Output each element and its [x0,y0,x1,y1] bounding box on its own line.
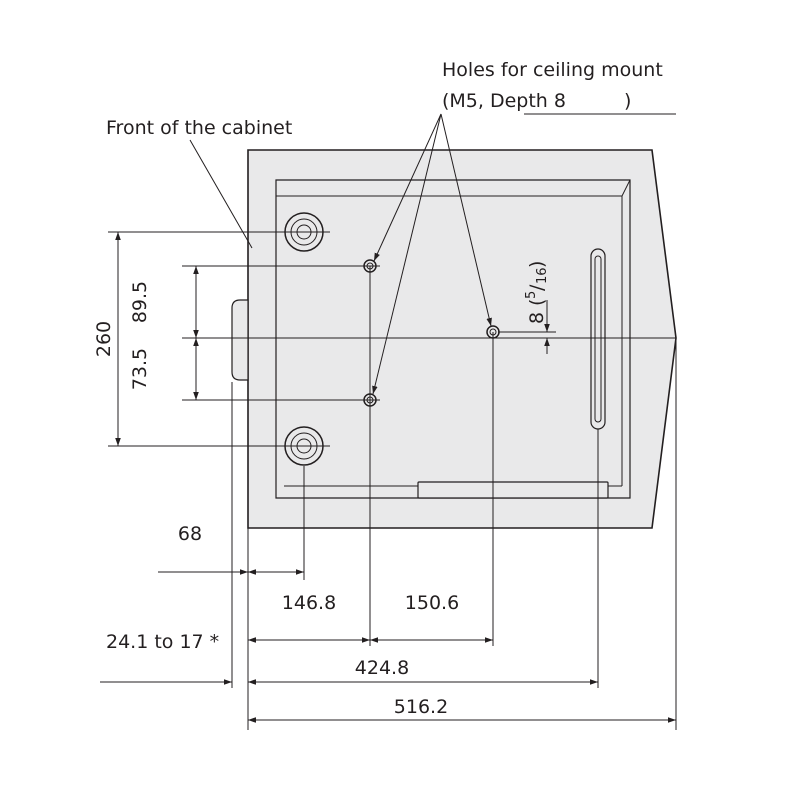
dim-8: 8 [526,312,548,324]
dim-8-paren-close: ) [526,261,548,268]
leader-lines [189,113,492,395]
front-lens-housing [231,299,249,381]
front-of-cabinet-label: Front of the cabinet [106,117,292,139]
dim-150-6: 150.6 [405,592,459,614]
dim-146-8: 146.8 [282,592,336,614]
cabinet-body [231,149,677,529]
extension-lines [108,113,677,730]
dim-8-frac-den: 16 [535,267,550,284]
bottom-vent-slot [417,481,609,499]
dim-8-group: 8 ( 5 / 16 ) [524,261,550,324]
dim-8-frac-num: 5 [524,291,539,299]
holes-label-line2-close: ) [624,90,631,112]
dim-8-frac-slash: / [526,284,548,291]
dim-8-paren-open: ( [526,299,548,306]
dim-73-5: 73.5 [129,348,151,390]
bottom-plate [275,179,631,499]
dim-24-1-to-17: 24.1 to 17 * [106,631,219,653]
dim-68: 68 [178,523,202,545]
dimension-lines [100,232,676,723]
holes-label-line2: (M5, Depth 8 [442,90,566,112]
dim-260: 260 [93,321,115,357]
dim-89-5: 89.5 [129,281,151,323]
holes-label-line1: Holes for ceiling mount [442,59,663,81]
dim-424-8: 424.8 [355,657,409,679]
vertical-slot [590,248,606,430]
dim-516-2: 516.2 [394,696,448,718]
